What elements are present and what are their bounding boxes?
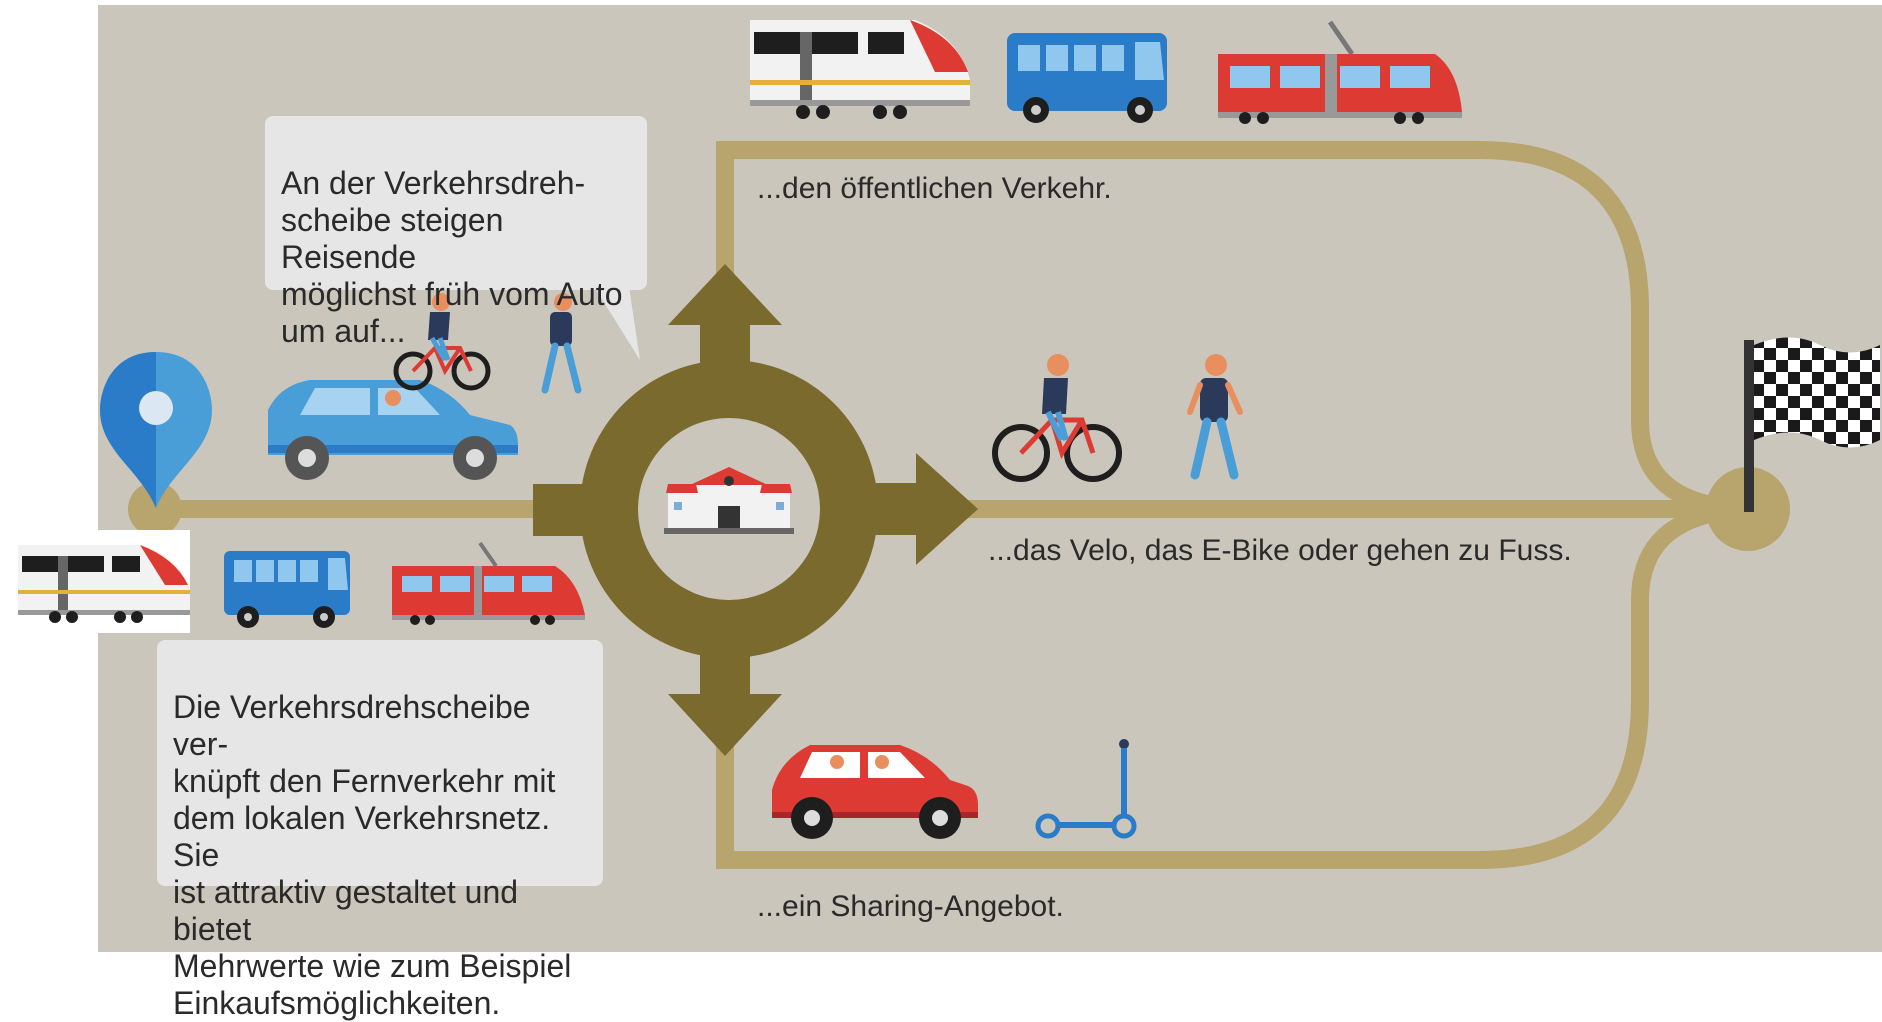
speech-bubble-tail — [590, 280, 640, 360]
infographic: An der Verkehrsdreh- scheibe steigen Rei… — [10, 5, 1882, 1021]
speech-bubble-top-text: An der Verkehrsdreh- scheibe steigen Rei… — [281, 165, 623, 349]
shared-car-icon — [772, 745, 978, 839]
route-label-sharing: ...ein Sharing-Angebot. — [757, 890, 1064, 923]
cyclist-icon — [992, 354, 1122, 482]
diagram-graphics — [10, 20, 1880, 869]
finish-flag-icon — [1744, 337, 1880, 512]
pedestrian-icon — [541, 293, 582, 394]
long-distance-vehicles — [10, 530, 585, 633]
bus-icon — [1007, 33, 1167, 123]
public-transport-vehicles — [750, 20, 1462, 124]
car-icon — [268, 380, 518, 480]
route-label-public-transport: ...den öffentlichen Verkehr. — [757, 172, 1112, 205]
pedestrian-icon — [1187, 354, 1243, 480]
road-public-transport — [716, 141, 1746, 518]
train-icon — [18, 545, 190, 623]
speech-bubble-top: An der Verkehrsdreh- scheibe steigen Rei… — [265, 116, 647, 349]
location-pin-icon — [100, 352, 212, 508]
hub-station-icon — [664, 467, 794, 534]
road-sharing — [716, 500, 1746, 869]
cyclist-icon — [393, 293, 491, 391]
tram-icon — [1218, 20, 1462, 124]
route-label-active-mobility: ...das Velo, das E-Bike oder gehen zu Fu… — [988, 534, 1572, 567]
train-icon — [750, 20, 970, 119]
info-box-bottom-text: Die Verkehrsdrehscheibe ver- knüpft den … — [173, 689, 572, 1021]
kick-scooter-icon — [1035, 739, 1137, 839]
roundabout — [533, 264, 978, 756]
start-node — [128, 482, 182, 536]
tram-icon — [392, 541, 585, 625]
info-box-bottom: Die Verkehrsdrehscheibe ver- knüpft den … — [157, 640, 603, 1021]
bus-icon — [224, 551, 350, 628]
